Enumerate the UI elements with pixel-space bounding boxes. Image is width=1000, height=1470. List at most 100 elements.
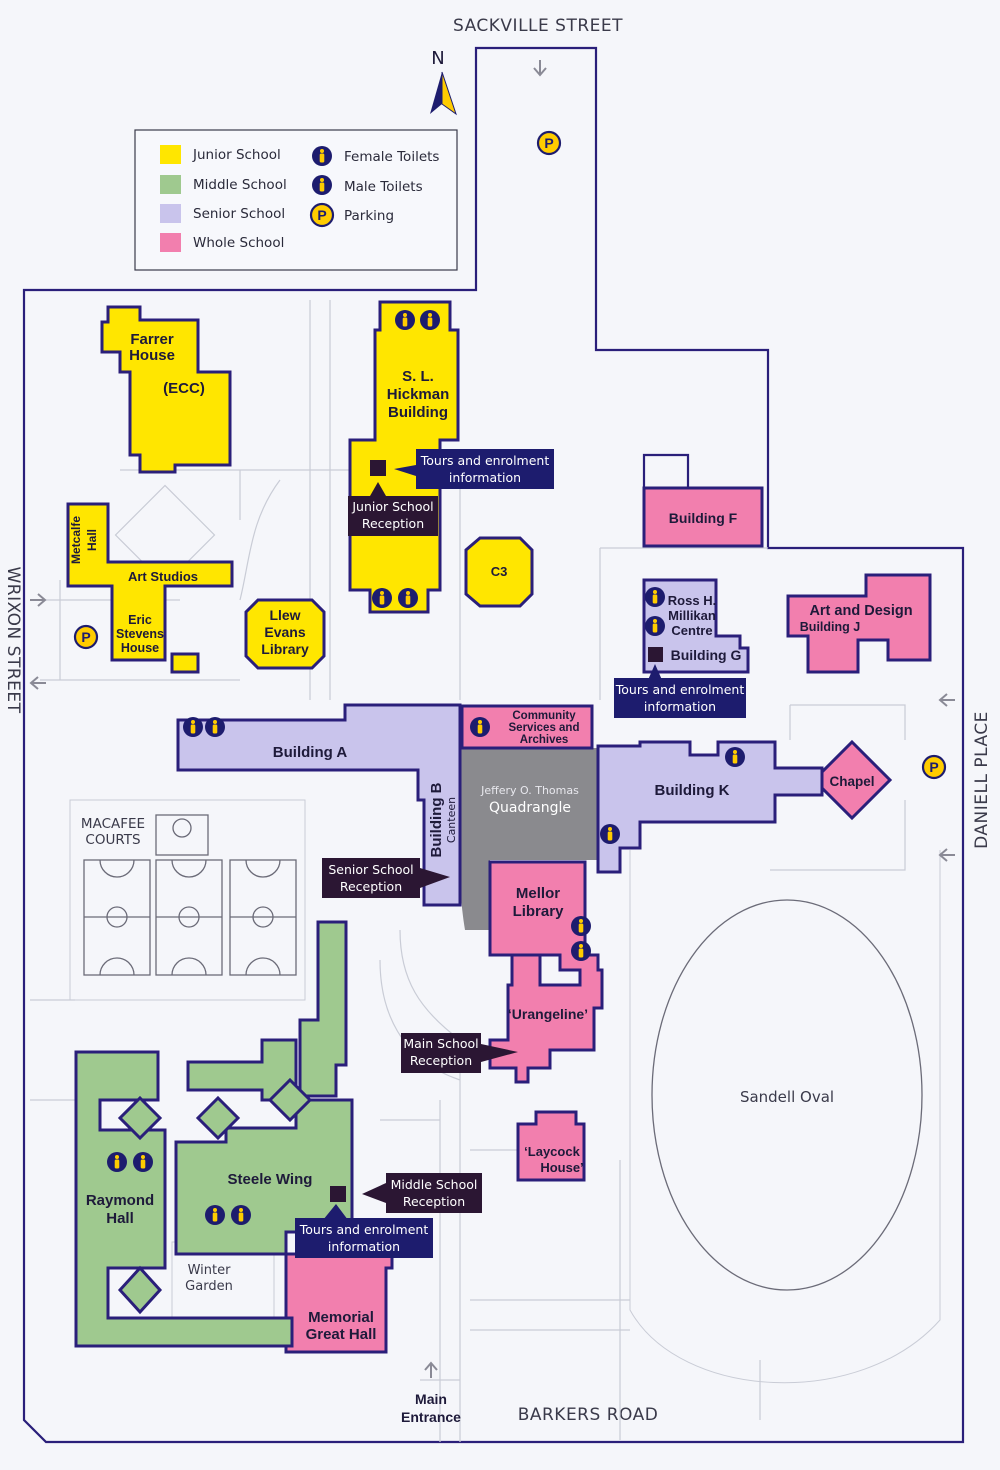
memorial-label-1: Memorial [308,1309,374,1326]
legend-swatch-senior [160,204,181,223]
female-toilet-icon [645,587,665,607]
macafee-label-2: COURTS [85,832,140,848]
building-b-label: Building B [428,782,445,857]
building-c3[interactable]: C3 [464,536,534,608]
sandell-oval: Sandell Oval [629,850,941,1384]
middle-rec-label-1: Middle School [391,1177,478,1192]
mellor-label-2: Library [513,903,565,920]
street-barkers: BARKERS ROAD [518,1405,659,1425]
building-art-studios[interactable]: Metcalfe Hall Art Studios Eric Stevens H… [66,502,234,662]
winter-garden: Winter Garden [171,1241,275,1325]
male-toilet-icon [645,616,665,636]
tours-top-label-1: Tours and enrolment [420,453,550,468]
legend-label-parking: Parking [344,208,394,224]
arrow-up-icon [424,1361,438,1378]
hickman-label-3: Building [388,404,448,421]
building-mellor-library[interactable]: Mellor Library ‘Urangeline’ [488,860,604,1084]
male-toilet-icon [398,588,418,608]
c3-label: C3 [491,564,508,579]
main-entrance-label-1: Main [415,1391,447,1407]
mellor-label-1: Mellor [516,885,560,902]
legend-swatch-junior [160,145,181,164]
legend-label-senior: Senior School [193,206,285,222]
chapel-label: Chapel [829,774,874,789]
building-g-label: Building G [671,647,742,663]
female-toilet-icon [395,310,415,330]
entry-arrows [29,60,955,1378]
building-farrer-house[interactable]: Farrer House (ECC) [100,305,232,474]
building-f[interactable]: Building F [642,453,764,548]
art-design-label: Art and Design [809,603,912,619]
junior-rec-label-2: Reception [362,516,424,531]
tours-mid-label-1: Tours and enrolment [299,1222,429,1237]
street-wrixon: WRIXON STREET [3,566,23,713]
building-raymond-hall-steele-wing[interactable]: Raymond Hall Steele Wing [74,920,354,1348]
ross-label-3: Centre [671,623,712,638]
metcalfe-label-1: Metcalfe [69,516,83,564]
parking-icon [536,130,562,156]
male-toilet-icon [312,175,332,195]
building-small-junior[interactable] [170,652,200,674]
building-g-ross-millikan[interactable]: Ross H. Millikan Centre Building G [642,578,750,674]
building-g-marker [648,647,663,662]
male-toilet-icon [420,310,440,330]
llew-label-3: Library [261,641,309,657]
female-toilet-icon [107,1152,127,1172]
callout-tours-top: Tours and enrolment information [394,449,554,489]
building-memorial-great-hall[interactable]: Memorial Great Hall [284,1236,394,1354]
urangeline-label: ‘Urangeline’ [508,1006,588,1022]
building-llew-evans-library[interactable]: Llew Evans Library [244,598,326,670]
quad-label-2: Quadrangle [489,800,571,816]
main-entrance-label-2: Entrance [401,1409,461,1425]
arrow-left-icon [29,676,46,690]
legend-swatch-whole [160,233,181,252]
building-a-and-b[interactable]: Building A Building B Canteen [176,703,462,907]
macafee-label-1: MACAFEE [81,816,145,832]
building-laycock-house[interactable]: ‘Laycock House’ [516,1110,586,1182]
quadrangle: Jeffery O. Thomas Quadrangle [459,748,598,930]
sandell-label: Sandell Oval [740,1088,834,1106]
parking-icon [921,754,947,780]
macafee-courts: MACAFEE COURTS [69,799,306,1001]
compass: N [430,48,457,116]
street-sackville: SACKVILLE STREET [453,16,623,36]
junior-rec-label-1: Junior School [351,499,433,514]
building-art-and-design-j[interactable]: Art and Design Building J [786,573,932,674]
building-j-label: Building J [800,620,860,634]
junior-reception-marker [370,460,386,476]
compass-arrow-right-icon [441,71,457,116]
arrow-right-icon [30,593,47,607]
building-chapel[interactable]: Chapel [811,739,893,821]
male-toilet-icon [600,824,620,844]
main-rec-label-1: Main School [403,1036,478,1051]
metcalfe-label-2: Hall [85,529,99,551]
farrer-label-3: (ECC) [163,380,205,397]
legend-label-junior: Junior School [192,147,281,163]
senior-rec-label-2: Reception [340,879,402,894]
tours-g-label-2: information [644,699,716,714]
male-toilet-icon [133,1152,153,1172]
eric-label-2: Stevens [116,627,164,641]
street-daniell: DANIELL PLACE [972,711,992,849]
female-toilet-icon [725,747,745,767]
building-k[interactable]: Building K [596,740,824,874]
building-community-services[interactable]: Community Services and Archives [460,704,594,750]
callout-junior-reception: Junior School Reception [348,482,438,536]
callout-main-reception: Main School Reception [401,1033,518,1073]
tours-top-label-2: information [449,470,521,485]
memorial-label-2: Great Hall [306,1326,377,1343]
senior-rec-label-1: Senior School [328,862,413,877]
legend-label-middle: Middle School [193,177,287,193]
tours-mid-label-2: information [328,1239,400,1254]
legend-label-male-toilets: Male Toilets [344,179,423,195]
llew-label-1: Llew [269,607,300,623]
arrow-left-icon [938,848,955,862]
community-label-2: Services and [509,722,580,734]
raymond-label-2: Hall [106,1210,134,1227]
female-toilet-icon [372,588,392,608]
compass-arrow-left-icon [430,72,442,114]
art-studios-label: Art Studios [128,569,198,584]
middle-rec-label-2: Reception [403,1194,465,1209]
laycock-label-2: House’ [540,1160,583,1175]
community-label-3: Archives [520,734,569,746]
